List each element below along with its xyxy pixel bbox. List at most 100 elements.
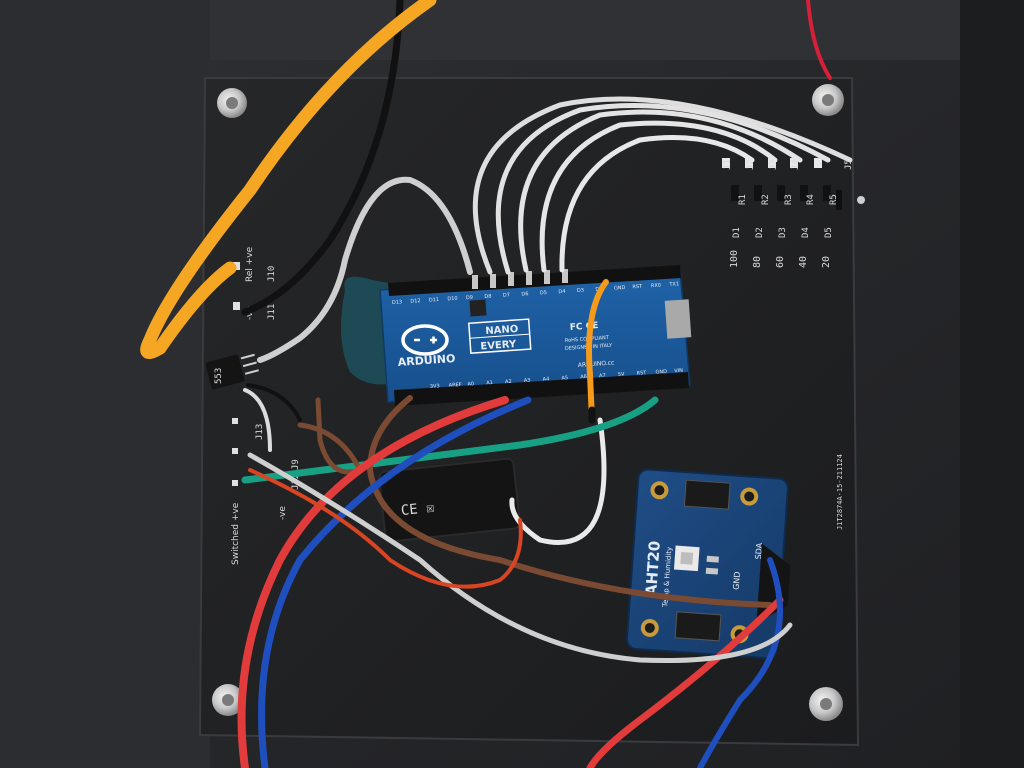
bottom-pin-label: A4 (543, 376, 550, 382)
level-60-label: 60 (775, 256, 786, 268)
enclosure-top-strip (210, 0, 960, 60)
standoff-bottom-left (212, 684, 244, 716)
led-resistor-array: J1 J2 J3 J4 J5 R1 R2 R3 R4 R5 D1 D2 D3 D… (722, 158, 865, 268)
bottom-pin-label: GND (655, 369, 667, 376)
bottom-pin-label: A2 (505, 379, 512, 385)
top-pin-label: D3 (577, 288, 584, 294)
r3-label: R3 (784, 194, 794, 205)
rel-label: Rel +ve (245, 246, 255, 282)
j5-label: J5 (844, 159, 854, 170)
d1-label: D1 (732, 227, 742, 238)
wire-red-top (806, 0, 832, 80)
relay-marking-icon: CE ☒ (400, 500, 435, 519)
r5-label: R5 (829, 194, 839, 205)
wire-white-1 (472, 96, 853, 275)
top-pin-label: D8 (484, 294, 491, 300)
standoff-top-left (217, 88, 247, 118)
top-pin-label: D13 (392, 299, 403, 306)
top-pin-label: TX1 (668, 281, 679, 288)
j4-label: J4 (791, 159, 801, 170)
gnd-pin-label: GND (732, 571, 742, 590)
top-pin-label: GND (614, 285, 626, 292)
r1-label: R1 (738, 194, 748, 205)
neg-label-2: -ve (278, 506, 288, 520)
top-pin-label: D11 (429, 297, 440, 304)
url-label: ARDUINO.cc (578, 359, 615, 369)
led-header-row (722, 158, 822, 168)
r4-label: R4 (806, 194, 816, 205)
wire-white-4 (539, 120, 778, 273)
bottom-pin-label: A5 (561, 375, 568, 381)
wire-black-left (246, 383, 302, 422)
level-40-label: 40 (798, 256, 809, 268)
wire-teal (241, 396, 659, 484)
wire-orange-signal (586, 279, 609, 423)
compliance-marks: FC CE (570, 321, 599, 333)
wires (140, 0, 853, 768)
microcontroller-chip (469, 299, 487, 317)
j10-label: J10 (267, 266, 277, 282)
arduino-nano-every: ARDUINO NANO EVERY FC CE RoHS COMPLIANT … (379, 265, 692, 406)
top-pin-label: D5 (540, 290, 547, 296)
bottom-pin-label: VIN (674, 368, 683, 375)
wire-white-3 (518, 109, 803, 273)
top-pin-label: RX0 (651, 283, 661, 290)
bottom-pin-label: 3V3 (430, 383, 440, 390)
date-code-label: J1T2874A-15-211124 (836, 454, 844, 530)
bottom-pin-label: A3 (524, 378, 531, 384)
bottom-pin-label: AREF (449, 382, 462, 389)
wire-white-5 (559, 135, 755, 273)
wire-grey-arc (247, 452, 793, 664)
top-pin-label: D4 (558, 289, 565, 295)
aht20-sensor-board: AHT20 Temp & Humidity GND SDA (626, 468, 791, 660)
left-connectors (232, 262, 240, 486)
top-pin-label: D6 (521, 291, 528, 297)
stemma-connector-bottom (674, 611, 722, 642)
wire-brown-1 (366, 395, 773, 608)
bottom-pin-labels: 3V3 AREF A0 A1 A2 A3 A4 A5 A6 A7 5V RST GND VIN (430, 368, 684, 390)
wire-blue-2 (697, 557, 783, 768)
bottom-pin-label: RST (637, 370, 648, 377)
aht20-title: AHT20 (642, 540, 664, 596)
regulator-marking: 553 (214, 368, 224, 384)
bottom-pin-label: A0 (467, 381, 474, 387)
arduino-logo-icon (401, 324, 449, 356)
bottom-pin-label: 5V (618, 372, 626, 378)
d3-label: D3 (778, 227, 788, 238)
d4-label: D4 (801, 227, 811, 238)
top-pin-label: D7 (503, 292, 510, 298)
level-80-label: 80 (752, 256, 763, 268)
switched-label: Switched +ve (231, 502, 241, 565)
wire-white-left (243, 388, 272, 452)
j11-label: J11 (267, 304, 277, 320)
d2-label: D2 (755, 227, 765, 238)
bottom-pin-label: A7 (599, 373, 606, 379)
resistor-row (731, 185, 831, 201)
top-pin-label: D9 (466, 295, 473, 301)
bottom-pin-label: A1 (486, 380, 493, 386)
standoff-top-right (812, 84, 844, 116)
wire-grey (257, 176, 473, 363)
wire-blue (258, 396, 532, 768)
bottom-pin-label: A6 (580, 374, 587, 380)
r2-label: R2 (761, 194, 771, 205)
j13-label: J13 (255, 424, 265, 440)
enclosure-edge-right (960, 0, 1024, 768)
wire-black (241, 0, 404, 316)
level-100-label: 100 (729, 250, 740, 268)
j9-label: J9 (291, 459, 301, 470)
every-label: EVERY (480, 339, 517, 353)
nano-label: NANO (485, 324, 519, 337)
d5-label: D5 (824, 227, 834, 238)
wire-red-2 (586, 596, 784, 768)
wire-white-sensor (509, 417, 607, 545)
wire-orange (140, 0, 437, 359)
top-pin-label: D12 (410, 298, 421, 305)
led-row (836, 190, 865, 210)
relay-module: CE ☒ (378, 457, 521, 543)
voltage-regulator (205, 353, 259, 390)
sda-pin-label: SDA (754, 542, 764, 560)
j2-label: J2 (746, 159, 756, 170)
wire-white-2 (495, 103, 831, 275)
